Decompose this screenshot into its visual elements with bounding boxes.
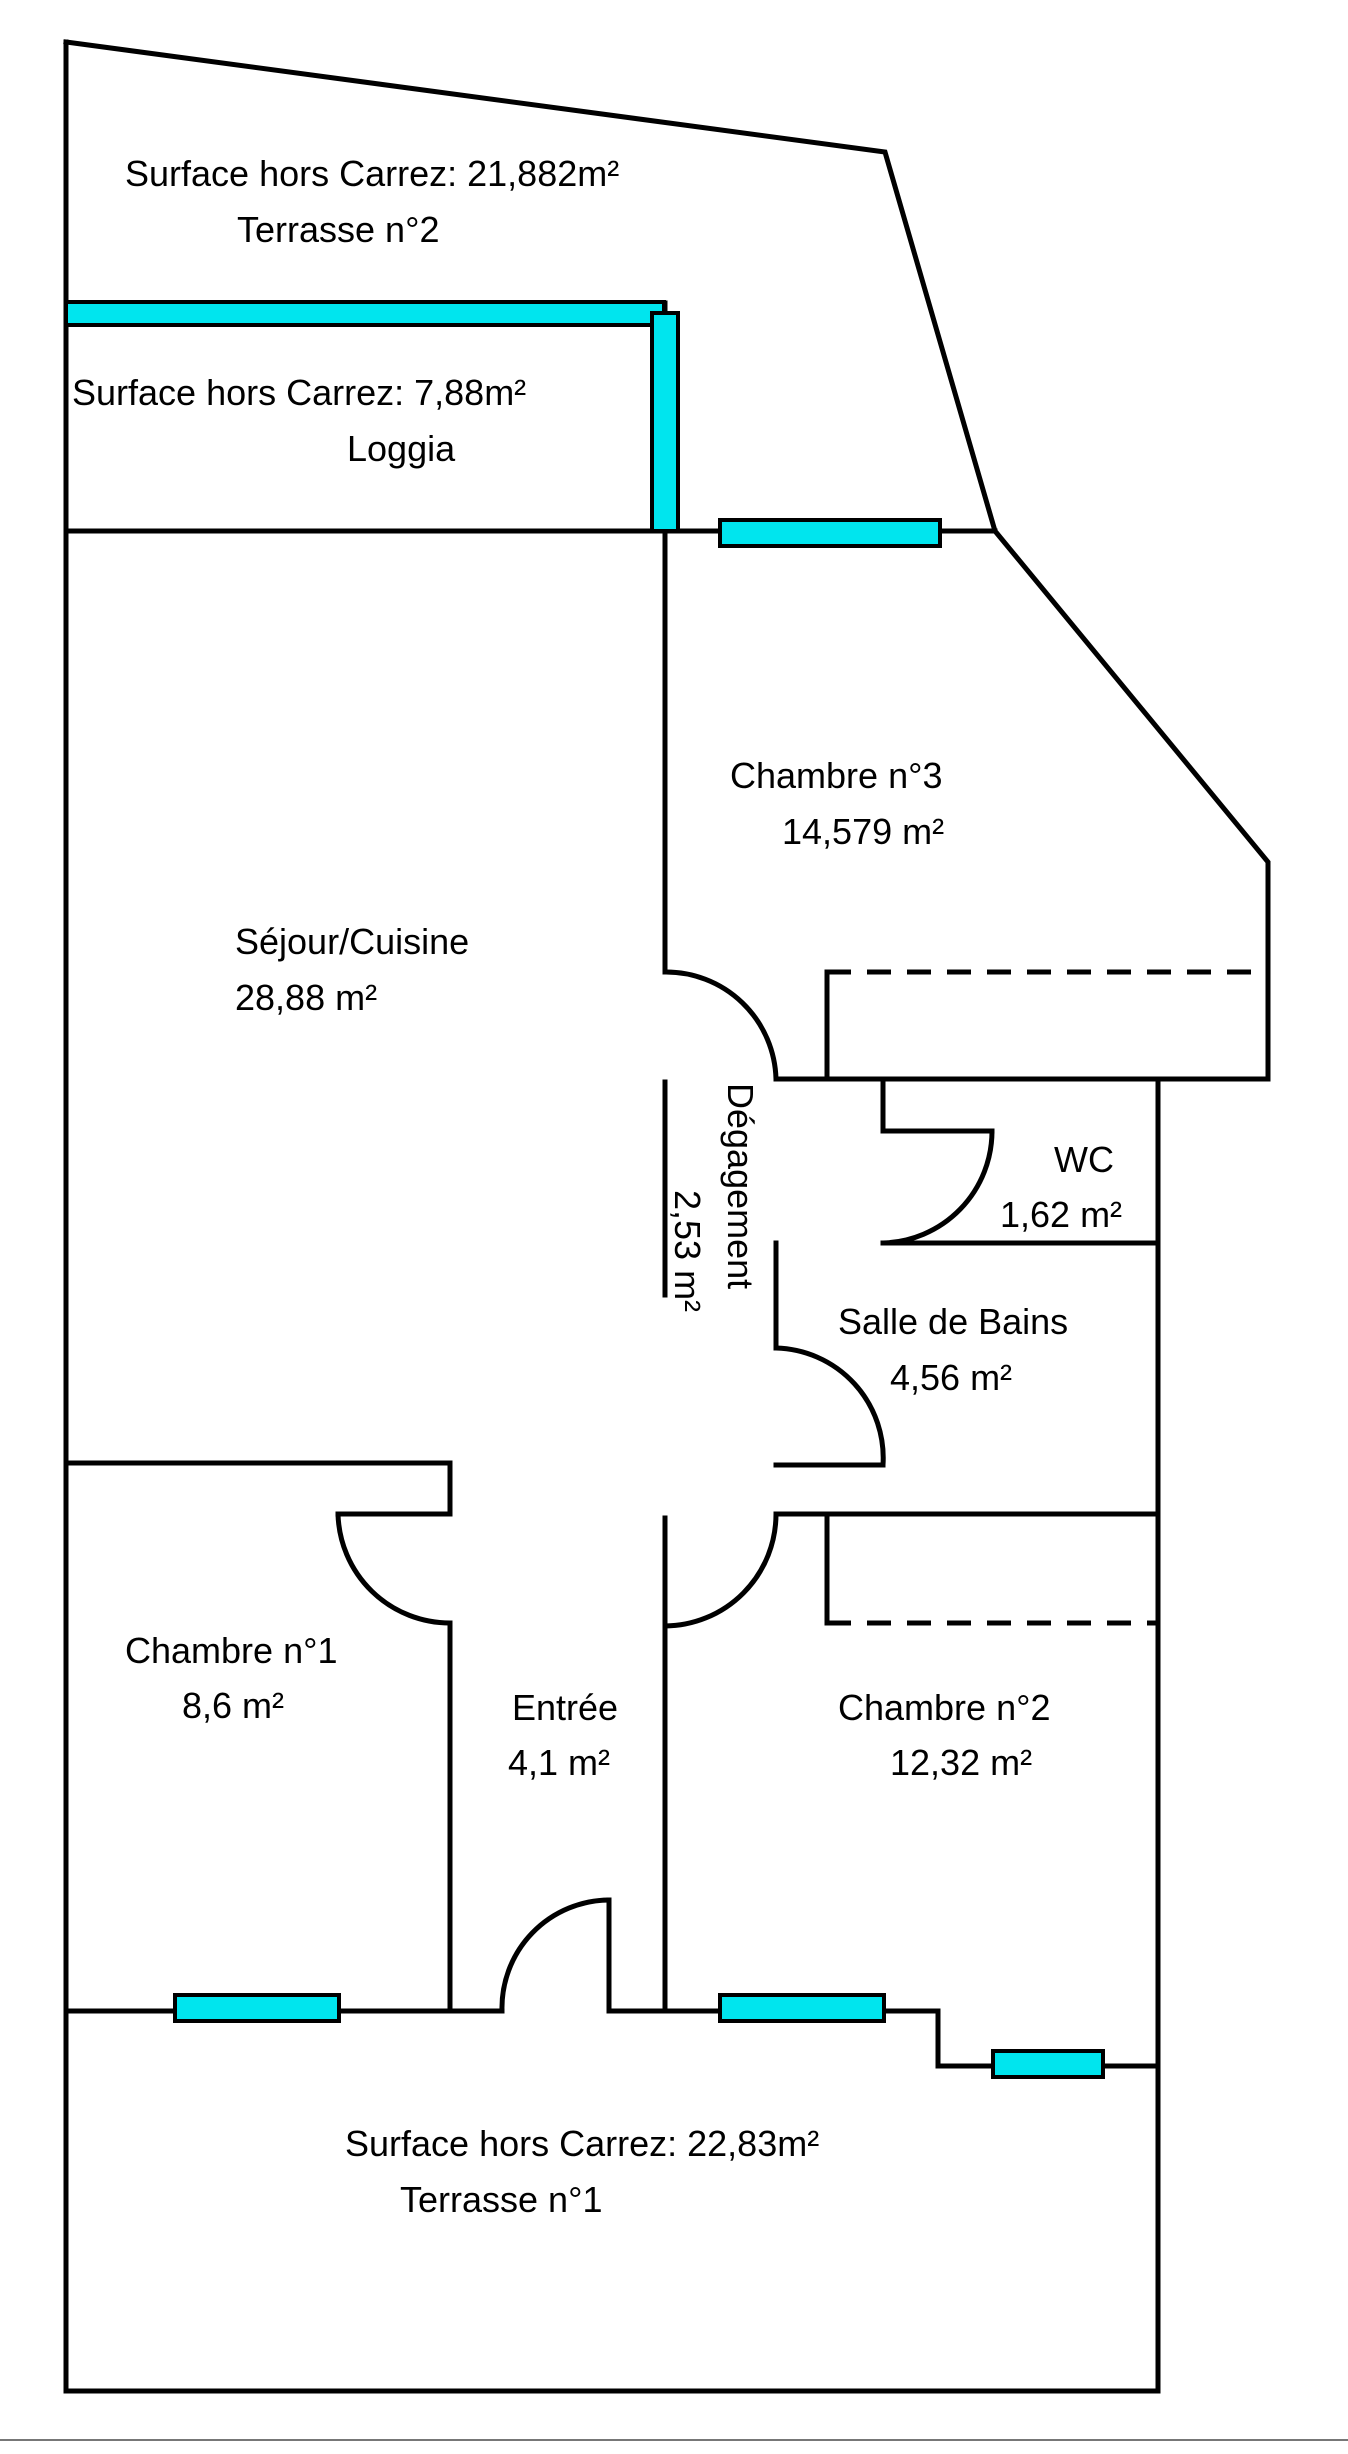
wall-front-door-jamb [606, 1897, 668, 2014]
doors [335, 969, 995, 2012]
loggia-area-label: Surface hors Carrez: 7,88m² [72, 372, 526, 413]
chambre2-name-label: Chambre n°2 [838, 1687, 1051, 1728]
bains-name-label: Salle de Bains [838, 1301, 1068, 1342]
entree-area-label: 4,1 m² [508, 1742, 610, 1783]
door-arc-sejour [664, 969, 779, 1080]
door-arc-front [499, 1897, 610, 2012]
chambre3-name-label: Chambre n°3 [730, 755, 943, 796]
wall-wc-left [880, 1076, 995, 1134]
sejour-area-label: 28,88 m² [235, 977, 377, 1018]
door-arc-bath [775, 1345, 886, 1466]
windows [64, 300, 1105, 2079]
entree-name-label: Entrée [512, 1687, 618, 1728]
door-arc-chambre2 [664, 1513, 779, 1629]
terrasse1-name-label: Terrasse n°1 [400, 2179, 602, 2220]
window-chambre3 [718, 518, 942, 548]
closet-lines [827, 969, 1268, 1626]
door-arc-wc [882, 1130, 995, 1246]
room-labels: Surface hors Carrez: 21,882m² Terrasse n… [72, 153, 1122, 2220]
window-chambre2-left [718, 1993, 886, 2023]
terrasse2-area-label: Surface hors Carrez: 21,882m² [125, 153, 619, 194]
degagement-name-label: Dégagement [720, 1083, 761, 1289]
window-loggia-top [64, 300, 666, 327]
loggia-name-label: Loggia [347, 428, 456, 469]
sejour-name-label: Séjour/Cuisine [235, 921, 469, 962]
window-loggia-side [650, 311, 680, 533]
chambre2-area-label: 12,32 m² [890, 1742, 1032, 1783]
interior-walls [63, 300, 1271, 2069]
chambre3-area-label: 14,579 m² [782, 811, 944, 852]
bains-area-label: 4,56 m² [890, 1357, 1012, 1398]
window-chambre1 [173, 1993, 341, 2023]
chambre1-area-label: 8,6 m² [182, 1685, 284, 1726]
door-arc-chambre1 [335, 1513, 451, 1626]
terrasse2-name-label: Terrasse n°2 [237, 209, 439, 250]
wc-area-label: 1,62 m² [1000, 1194, 1122, 1235]
terrasse1-area-label: Surface hors Carrez: 22,83m² [345, 2123, 819, 2164]
window-chambre2-right [991, 2049, 1105, 2079]
wc-name-label: WC [1054, 1139, 1114, 1180]
degagement-area-label: 2,53 m² [667, 1190, 708, 1312]
chambre1-name-label: Chambre n°1 [125, 1630, 338, 1671]
